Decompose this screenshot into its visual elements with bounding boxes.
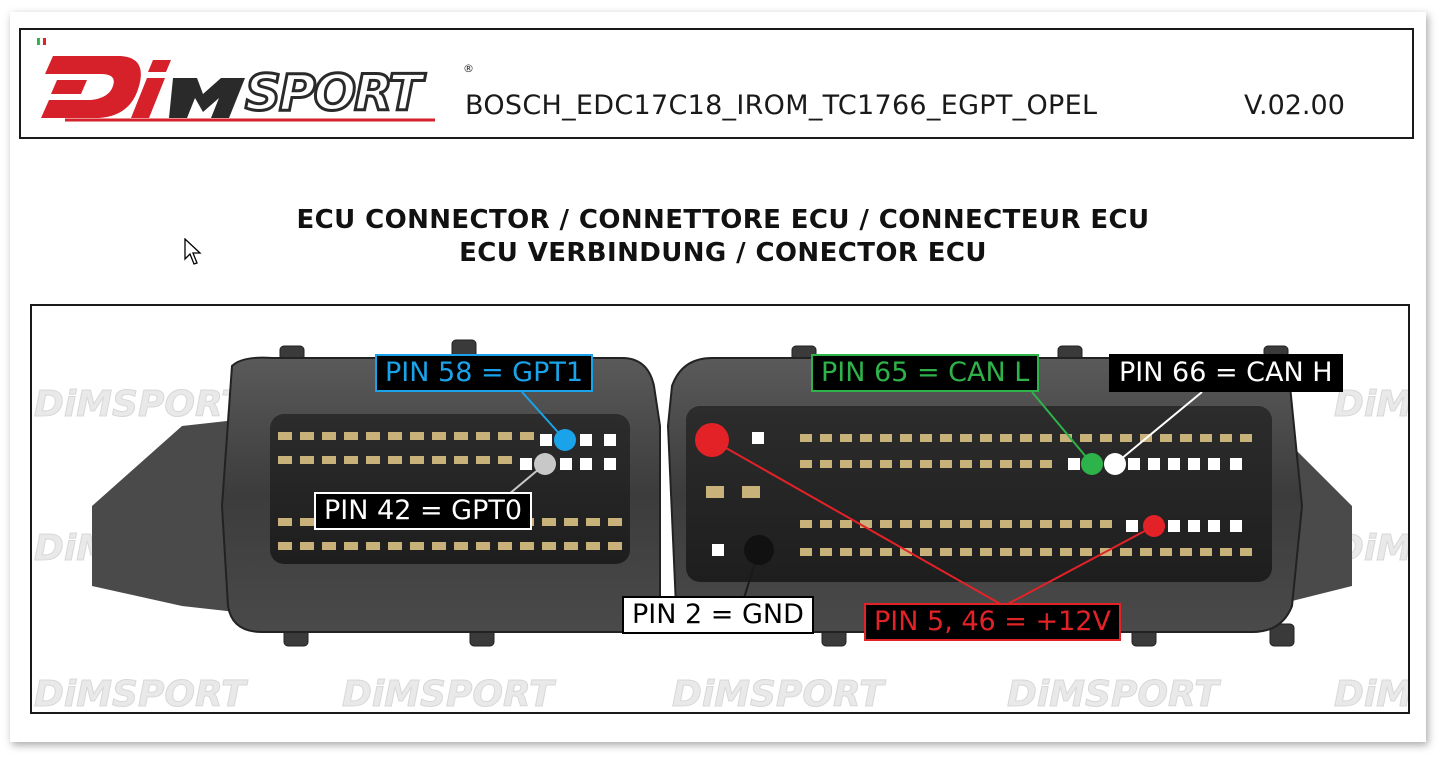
pin-5-marker xyxy=(695,423,729,457)
pin-58-marker xyxy=(554,429,576,451)
label-pin-2-gnd: PIN 2 = GND xyxy=(622,596,814,634)
svg-text:DiMSPORT: DiMSPORT xyxy=(34,384,248,425)
svg-text:DiM: DiM xyxy=(1334,384,1410,425)
svg-text:DiM: DiM xyxy=(1334,674,1410,714)
pin-46-marker xyxy=(1143,515,1165,537)
heading-connector-multilang-1: ECU CONNECTOR / CONNETTORE ECU / CONNECT… xyxy=(296,205,1150,235)
pin-42-marker xyxy=(534,453,556,475)
ecu-connector-figure: DiMSPORT DiM DiMSPORT DiM DiMSPORT DiMSP… xyxy=(30,304,1410,714)
ecu-connector-photo: DiMSPORT DiM DiMSPORT DiM DiMSPORT DiMSP… xyxy=(34,339,1410,714)
label-pin-66-can-h: PIN 66 = CAN H xyxy=(1109,354,1343,392)
svg-text:SPORT: SPORT xyxy=(245,64,426,122)
svg-text:DiMSPORT: DiMSPORT xyxy=(342,674,556,714)
dimsport-logo: SPORT ® xyxy=(37,37,474,124)
mouse-pointer-icon xyxy=(184,238,202,265)
label-pin-5-46-power: PIN 5, 46 = +12V xyxy=(864,603,1121,641)
label-pin-42-gpt0: PIN 42 = GPT0 xyxy=(314,492,533,530)
pin-65-marker xyxy=(1081,453,1103,475)
label-pin-58-gpt1: PIN 58 = GPT1 xyxy=(375,354,594,392)
document-version: V.02.00 xyxy=(1244,90,1345,121)
label-pin-65-can-l: PIN 65 = CAN L xyxy=(811,354,1040,392)
heading-connector-multilang-2: ECU VERBINDUNG / CONECTOR ECU xyxy=(459,238,987,268)
svg-text:DiMSPORT: DiMSPORT xyxy=(34,674,248,714)
svg-text:®: ® xyxy=(463,62,474,75)
pin-66-marker xyxy=(1104,453,1126,475)
svg-text:DiMSPORT: DiMSPORT xyxy=(1007,674,1221,714)
document-title: BOSCH_EDC17C18_IROM_TC1766_EGPT_OPEL xyxy=(465,90,1098,121)
svg-text:DiMSPORT: DiMSPORT xyxy=(672,674,886,714)
document-header: SPORT ® BOSCH_EDC17C18_IROM_TC1766_EGPT_… xyxy=(19,28,1414,139)
pin-2-marker xyxy=(744,535,774,565)
